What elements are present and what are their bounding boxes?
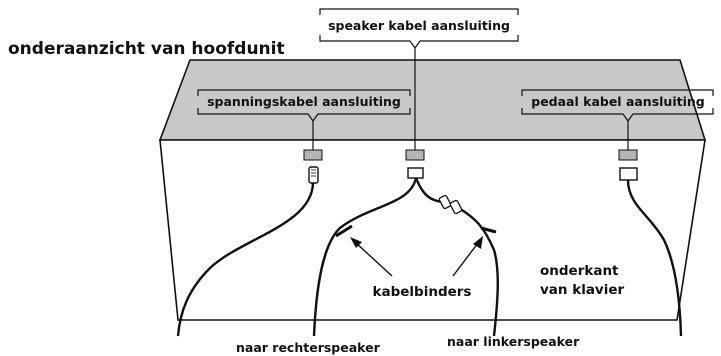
power-connection-callout: spanningskabel aansluiting (197, 89, 411, 150)
underside-label-line1: onderkant (540, 263, 619, 279)
right-speaker-cable (312, 177, 418, 337)
cable-tie-left (480, 226, 497, 234)
speaker-plug (407, 167, 424, 179)
right-speaker-label: naar rechterspeaker (236, 340, 381, 355)
pedal-socket (618, 149, 638, 161)
diagram-title: onderaanzicht van hoofdunit (8, 39, 285, 59)
cable-tie-right (335, 224, 353, 238)
underside-label-line2: van klavier (540, 282, 625, 298)
cable-tie-arrow-left (452, 236, 483, 277)
speaker-socket (405, 149, 425, 161)
speaker-connection-callout: speaker kabel aansluiting (319, 8, 519, 150)
pedal-connection-callout: pedaal kabel aansluiting (521, 89, 714, 150)
power-plug (308, 166, 319, 184)
power-socket (303, 149, 323, 161)
cable-tie-arrow-right (350, 237, 393, 277)
unit-front-face (159, 139, 706, 321)
left-speaker-cable-joint (438, 194, 463, 215)
power-cable (176, 182, 315, 337)
left-speaker-label: naar linkerspeaker (447, 334, 580, 349)
cable-ties-label: kabelbinders (373, 284, 472, 300)
pedal-connection-label: pedaal kabel aansluiting (531, 94, 704, 109)
speaker-connection-label: speaker kabel aansluiting (328, 18, 510, 33)
power-connection-label: spanningskabel aansluiting (207, 94, 401, 109)
pedal-cable (626, 179, 683, 337)
pedal-plug (619, 167, 638, 181)
